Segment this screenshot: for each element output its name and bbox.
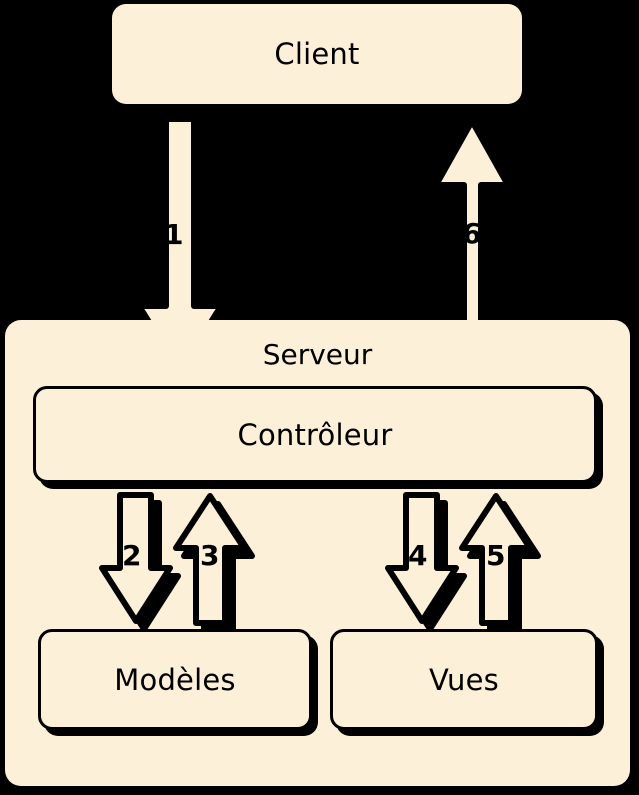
arrow-1-client-to-controller: 1 — [133, 113, 248, 384]
arrow-5-views-to-controller: 5 — [456, 490, 556, 634]
server-label: Serveur — [262, 338, 373, 371]
models-label: Modèles — [114, 662, 236, 697]
arrow-2-controller-to-models: 2 — [96, 490, 196, 632]
arrow-3-models-to-controller: 3 — [170, 490, 270, 634]
client-node: Client — [112, 4, 522, 104]
controller-node: Contrôleur — [33, 386, 597, 483]
arrow-6-controller-to-client: 6 — [424, 113, 534, 386]
arrow-1-number: 1 — [164, 218, 184, 251]
client-label: Client — [274, 37, 360, 71]
controller-label: Contrôleur — [237, 417, 393, 452]
views-node: Vues — [330, 629, 598, 730]
arrow-6-number: 6 — [462, 217, 482, 250]
arrow-5-number: 5 — [486, 539, 506, 572]
arrow-4-controller-to-views: 4 — [382, 490, 482, 632]
arrow-2-number: 2 — [122, 539, 142, 572]
arrow-3-number: 3 — [200, 539, 220, 572]
views-label: Vues — [428, 662, 499, 697]
models-node: Modèles — [38, 629, 312, 730]
arrow-4-number: 4 — [408, 539, 428, 572]
